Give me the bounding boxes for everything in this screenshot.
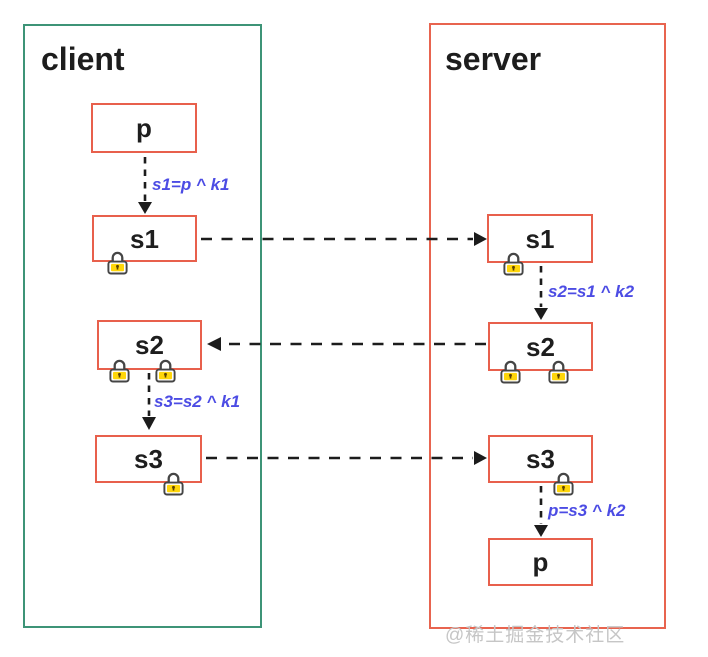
lock-icon	[109, 359, 130, 383]
formula-label-s3: s3=s2 ^ k1	[154, 392, 241, 411]
server-title: server	[445, 41, 542, 77]
lock-icon	[155, 359, 176, 383]
formula-label-p: p=s3 ^ k2	[548, 501, 626, 520]
lock-icon	[553, 472, 574, 496]
server-panel	[429, 23, 666, 629]
lock-icon	[503, 252, 524, 276]
node-label: s3	[526, 444, 555, 474]
node-label: s2	[135, 330, 164, 360]
lock-icon	[163, 472, 184, 496]
client-panel	[23, 24, 262, 628]
lock-icon	[548, 360, 569, 384]
formula-label-s1: s1=p ^ k1	[152, 175, 230, 194]
node-client-p: p	[91, 103, 197, 153]
node-label: s2	[526, 331, 555, 362]
node-server-s1: s1	[487, 214, 593, 263]
lock-icon	[107, 251, 128, 275]
node-label: s3	[134, 444, 163, 474]
node-label: p	[532, 547, 549, 577]
client-title: client	[41, 41, 125, 77]
node-client-s3: s3	[95, 435, 202, 483]
node-client-s2: s2	[97, 320, 202, 370]
watermark: @稀土掘金技术社区	[445, 625, 626, 646]
node-label: s1	[525, 223, 555, 254]
node-client-s1: s1	[92, 215, 197, 262]
node-server-s3: s3	[488, 435, 593, 483]
node-label: s1	[130, 223, 159, 254]
node-server-s2: s2	[488, 322, 593, 371]
node-server-p: p	[488, 538, 593, 586]
lock-icon	[500, 360, 521, 384]
node-label: p	[136, 113, 152, 143]
formula-label-s2: s2=s1 ^ k2	[548, 282, 635, 301]
